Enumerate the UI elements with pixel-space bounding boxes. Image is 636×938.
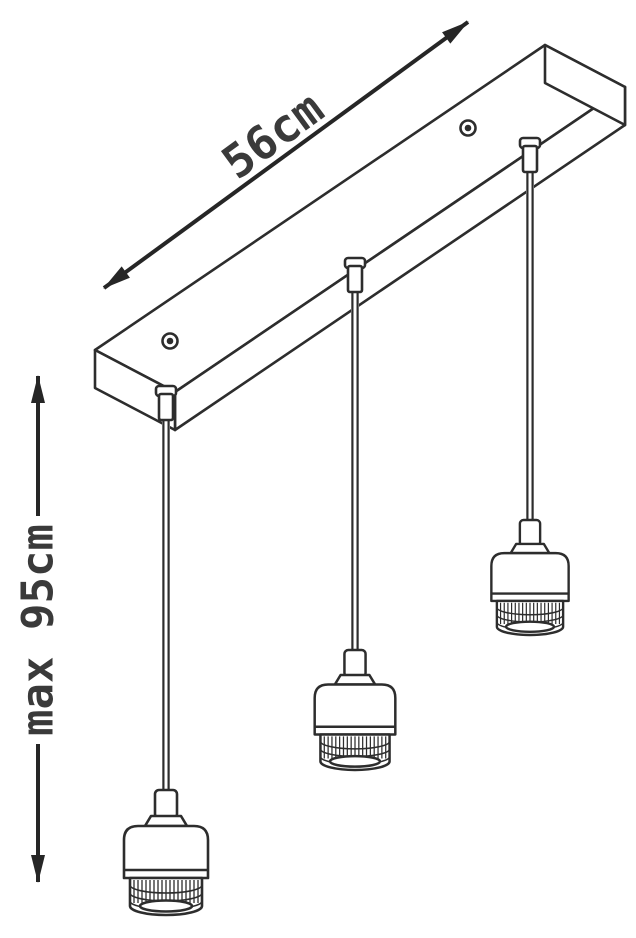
cord-ferrule <box>518 136 542 174</box>
cord-whiteout <box>526 168 534 526</box>
lamp-socket <box>490 518 570 637</box>
cord-whiteout <box>162 414 170 796</box>
cord-whiteout <box>351 288 359 656</box>
rail-length-label: 56cm <box>212 81 333 190</box>
lamp-socket <box>313 648 397 772</box>
max-drop-dimension: max 95cm <box>13 375 64 883</box>
cord-ferrule <box>343 256 367 294</box>
pendant-cord <box>526 168 534 526</box>
lamp-socket <box>122 788 210 917</box>
pendant-left <box>122 384 210 917</box>
max-drop-label: max 95cm <box>13 524 64 736</box>
rail-length-arrow <box>102 20 470 290</box>
pendant-cord <box>351 288 359 656</box>
rail-right-end-face <box>543 43 627 127</box>
pendant-right <box>490 136 570 637</box>
cord-ferrule <box>154 384 178 422</box>
screw-hole <box>459 119 477 137</box>
rail-left-end-face <box>93 348 177 432</box>
pendant-cord <box>162 414 170 796</box>
screw-hole <box>161 332 179 350</box>
pendant-middle <box>313 256 397 772</box>
